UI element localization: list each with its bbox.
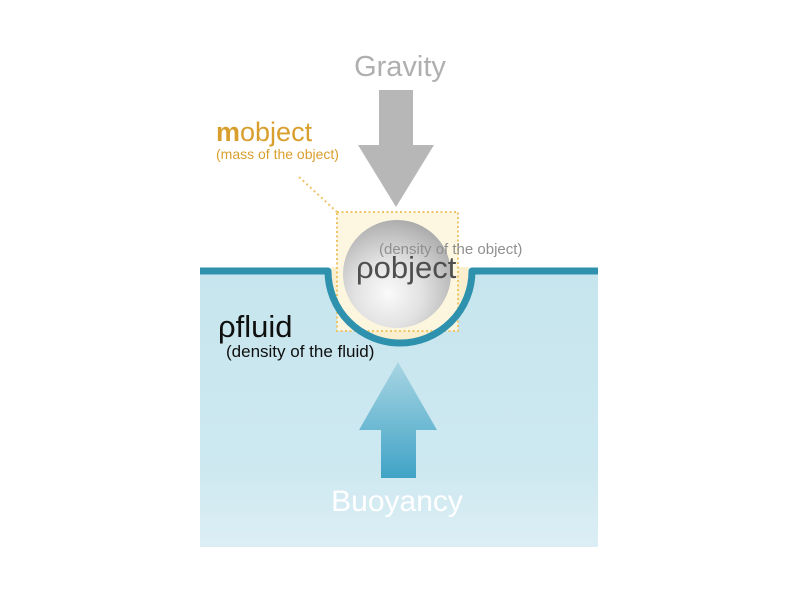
buoyancy-arrow	[359, 362, 437, 478]
fluid-surface-line	[200, 267, 598, 347]
mass-caption: (mass of the object)	[216, 146, 339, 162]
gravity-arrow	[358, 90, 434, 207]
buoyancy-label: Buoyancy	[331, 485, 463, 518]
object-sphere	[343, 220, 451, 328]
leader-line	[298, 176, 338, 213]
fluid-density-caption: (density of the fluid)	[226, 342, 375, 361]
object-density-caption: (density of the object)	[379, 241, 523, 258]
mass-symbol-name: object	[240, 117, 313, 147]
mass-label: mobject	[216, 118, 312, 146]
object-density-label: ρobject	[356, 250, 457, 285]
gravity-label: Gravity	[354, 51, 446, 83]
fluid-density-label: ρfluid	[218, 309, 293, 344]
mass-symbol: m	[216, 117, 241, 147]
